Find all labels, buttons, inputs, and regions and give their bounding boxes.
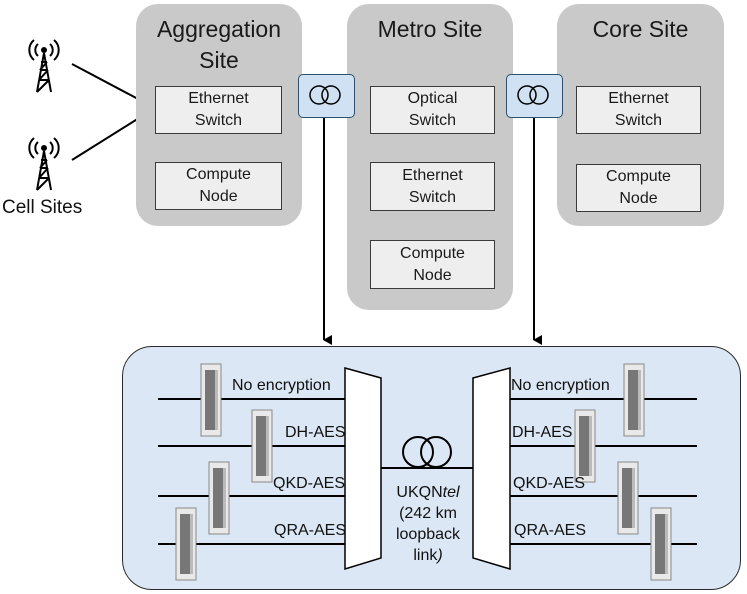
ukqntel-link-word: link <box>413 547 438 564</box>
ukqntel-name: UKQN <box>396 484 443 501</box>
server-rack-icon <box>251 409 273 483</box>
server-rack-icon <box>617 461 639 535</box>
metro-ethernet-switch: Ethernet Switch <box>370 162 495 211</box>
cell-sites-label: Cell Sites <box>2 197 83 218</box>
metro-compute-node: Compute Node <box>370 240 495 289</box>
ukqntel-name-italic: tel <box>442 484 460 501</box>
cell-tower-icon <box>28 39 60 93</box>
optical-mux-icon <box>472 367 511 571</box>
ukqntel-loopback: loopback <box>395 526 461 543</box>
fiber-coupler-icon <box>298 74 355 118</box>
right-link-label: No encryption <box>511 377 610 394</box>
ukqntel-close-paren: ) <box>437 547 443 564</box>
aggregation-compute-node: Compute Node <box>155 162 282 210</box>
left-link-label: QRA-AES <box>274 522 347 539</box>
ukqntel-link-label: UKQNtel (242 km loopback link) <box>382 482 474 566</box>
core-compute-node: Compute Node <box>576 164 701 212</box>
server-rack-icon <box>208 461 230 535</box>
metro-optical-switch: Optical Switch <box>370 86 495 134</box>
aggregation-site-title-line2: Site <box>199 47 239 73</box>
aggregation-ethernet-switch: Ethernet Switch <box>155 86 282 134</box>
right-link-label: QKD-AES <box>513 475 586 492</box>
left-link-label: DH-AES <box>285 424 346 441</box>
right-link-label: QRA-AES <box>514 522 587 539</box>
metro-site-title: Metro Site <box>377 16 483 42</box>
server-rack-icon <box>574 409 596 483</box>
left-link-label: No encryption <box>232 377 331 394</box>
left-link-label: QKD-AES <box>273 475 346 492</box>
aggregation-site-title-line1: Aggregation <box>156 16 282 42</box>
core-site-title: Core Site <box>592 16 689 42</box>
ukqntel-length: (242 km <box>399 505 457 522</box>
fiber-spool-icon <box>420 436 452 468</box>
fiber-coupler-icon <box>506 74 563 118</box>
server-rack-icon <box>623 363 645 437</box>
ukqntel-link-line: link) <box>382 545 474 566</box>
server-rack-icon <box>200 363 222 437</box>
cell-tower-icon <box>28 137 60 191</box>
server-rack-icon <box>650 507 672 581</box>
core-ethernet-switch: Ethernet Switch <box>576 86 701 134</box>
server-rack-icon <box>175 507 197 581</box>
ukqntel-name-line: UKQNtel <box>382 482 474 503</box>
right-link-label: DH-AES <box>512 424 573 441</box>
fiber-spool-icon <box>402 436 434 468</box>
optical-mux-icon <box>344 367 382 571</box>
